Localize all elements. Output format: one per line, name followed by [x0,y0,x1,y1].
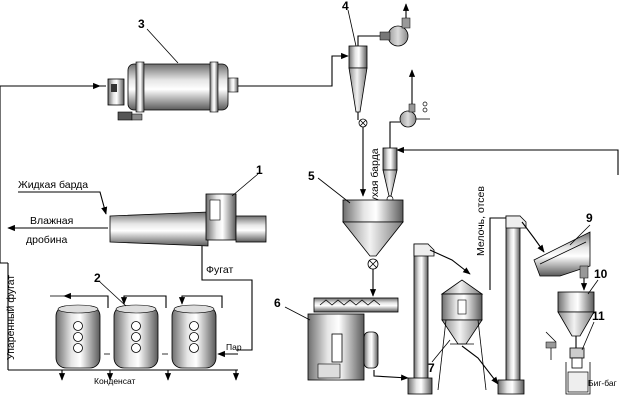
label-9: 9 [586,211,593,225]
label-fugat: Фугат [206,264,233,276]
label-3: 3 [138,17,145,31]
label-wet-grain-1: Влажная [30,215,73,227]
hopper-5 [342,199,404,270]
pellet-press-6 [307,297,399,381]
fan-small [399,69,430,128]
label-evaporated-fugat: Упаренный фугат [5,275,17,360]
label-7: 7 [428,361,435,375]
label-steam: Пар [226,342,242,352]
label-fines: Мелочь, отсев [475,186,487,256]
label-4: 4 [342,0,349,13]
label-wet-grain-2: дробина [26,234,67,246]
label-condensate: Конденсат [94,376,136,386]
big-bag-filler-11 [545,331,591,395]
fan-4 [379,3,411,47]
bucket-elevator-2 [497,215,527,395]
label-big-bag: Биг-баг [588,378,617,388]
evaporator-1 [55,304,101,369]
bunker-10 [557,291,595,348]
drum-dryer [107,61,239,121]
label-liquid-bard: Жидкая барда [18,179,88,191]
label-5: 5 [308,169,315,183]
label-dry-bard: Сухая барда [369,148,381,210]
evaporator-3 [171,304,217,369]
label-6: 6 [274,296,281,310]
sieve-9 [533,231,591,279]
label-1: 1 [256,163,263,177]
label-2: 2 [94,271,101,285]
cooler-7 [437,279,487,391]
label-11: 11 [592,309,605,323]
evaporator-2 [113,304,159,369]
decanter-centrifuge [109,193,267,247]
label-10: 10 [594,267,608,281]
cyclone-small [382,147,398,203]
bucket-elevator-1 [407,243,435,395]
cyclone-4 [348,45,368,128]
